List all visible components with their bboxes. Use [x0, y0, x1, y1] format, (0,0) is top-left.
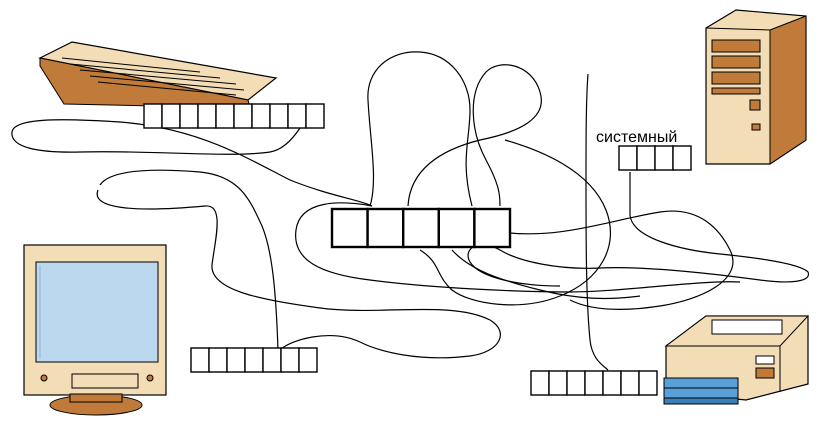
- answer-cell[interactable]: [654, 145, 674, 171]
- answer-cell[interactable]: [366, 207, 405, 249]
- answer-cell[interactable]: [190, 347, 210, 373]
- answer-cell[interactable]: [620, 370, 640, 396]
- answer-cell[interactable]: [602, 370, 622, 396]
- answer-cell[interactable]: [330, 207, 369, 249]
- answer-cell[interactable]: [208, 347, 228, 373]
- answer-cell[interactable]: [251, 103, 271, 129]
- answer-cell[interactable]: [437, 207, 476, 249]
- answer-cell[interactable]: [618, 145, 638, 171]
- answer-cell[interactable]: [262, 347, 282, 373]
- answer-cell[interactable]: [530, 370, 550, 396]
- printer-icon: [663, 315, 810, 405]
- system-unit-label: системный: [596, 129, 677, 146]
- answer-cell[interactable]: [226, 347, 246, 373]
- answer-cell[interactable]: [584, 370, 604, 396]
- answer-cell[interactable]: [280, 347, 300, 373]
- answer-cell[interactable]: [287, 103, 307, 129]
- monitor-answer-grid: [190, 347, 318, 373]
- answer-cell[interactable]: [143, 103, 163, 129]
- answer-cell[interactable]: [197, 103, 217, 129]
- answer-cell[interactable]: [473, 207, 512, 249]
- answer-cell[interactable]: [636, 145, 656, 171]
- answer-cell[interactable]: [566, 370, 586, 396]
- system-unit-icon: [705, 9, 807, 165]
- answer-cell[interactable]: [298, 347, 318, 373]
- connecting-wires: [11, 51, 809, 371]
- answer-cell[interactable]: [179, 103, 199, 129]
- answer-cell[interactable]: [233, 103, 253, 129]
- answer-cell[interactable]: [161, 103, 181, 129]
- answer-cell[interactable]: [548, 370, 568, 396]
- answer-cell[interactable]: [402, 207, 441, 249]
- keyboard-answer-grid: [143, 103, 325, 129]
- answer-cell[interactable]: [269, 103, 289, 129]
- center-answer-grid: [330, 207, 512, 249]
- printer-answer-grid: [530, 370, 658, 396]
- answer-cell[interactable]: [672, 145, 692, 171]
- answer-cell[interactable]: [638, 370, 658, 396]
- answer-cell[interactable]: [244, 347, 264, 373]
- monitor-icon: [23, 244, 167, 416]
- keyboard-icon: [38, 41, 278, 109]
- answer-cell[interactable]: [215, 103, 235, 129]
- system-unit-answer-grid: [618, 145, 692, 171]
- answer-cell[interactable]: [305, 103, 325, 129]
